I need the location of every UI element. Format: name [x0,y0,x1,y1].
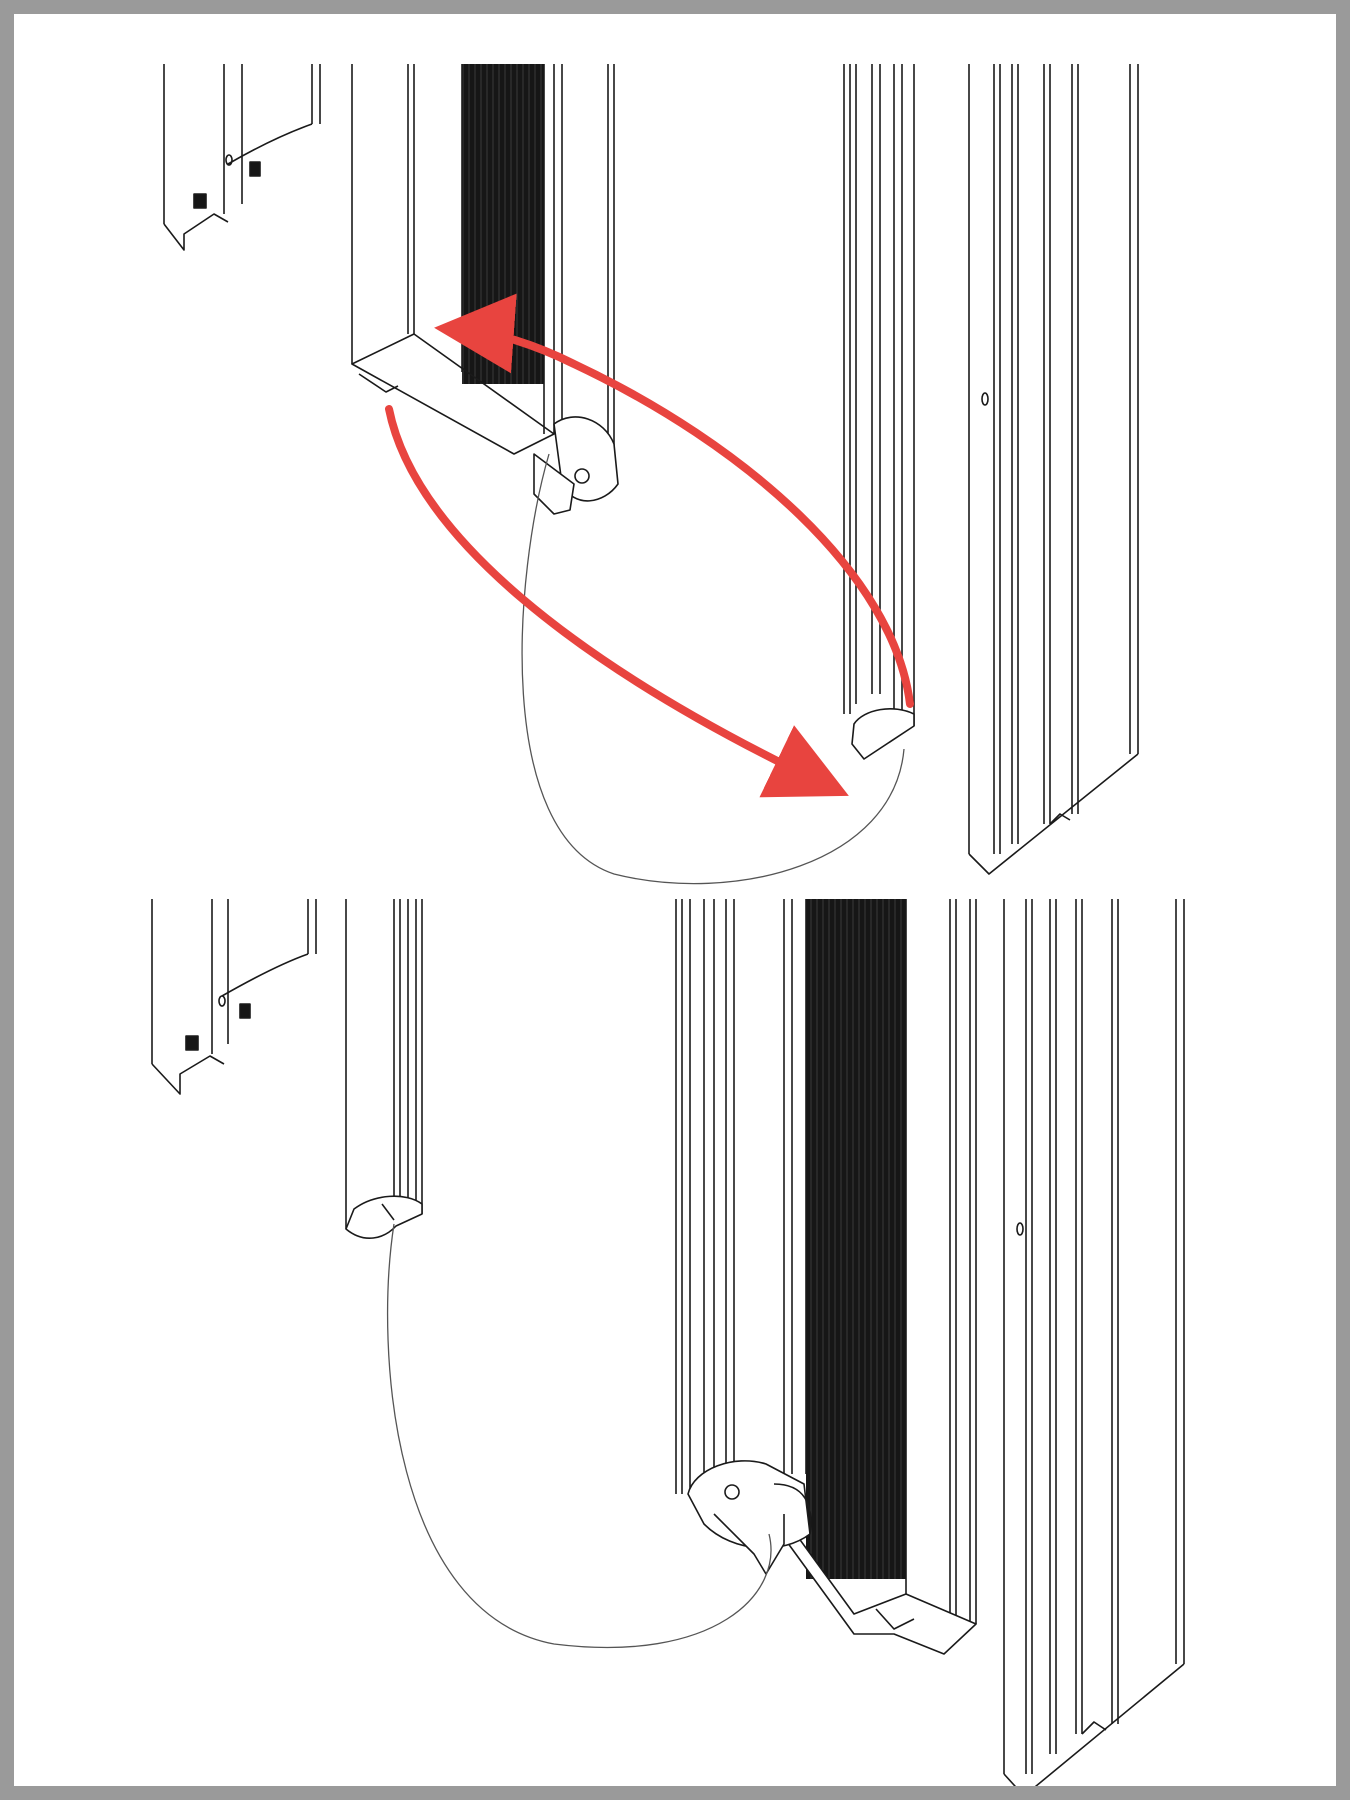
bottom-pleated-screen-rail [675,899,977,1655]
bottom-left-frame-fragment [151,899,317,1095]
bottom-cord [386,1223,772,1649]
top-frame-post [968,64,1139,875]
top-pleated-screen-rail [351,64,619,515]
top-left-frame-fragment [163,64,321,251]
swap-arrow-lower [385,405,849,798]
bottom-frame-post [1003,899,1185,1786]
bottom-handle-rail [345,899,423,1239]
instruction-sheet [14,14,1336,1786]
swap-arrow-upper [434,293,914,708]
top-cord [521,453,905,885]
top-handle-rail [843,64,915,760]
assembly-diagram [151,64,1185,1786]
